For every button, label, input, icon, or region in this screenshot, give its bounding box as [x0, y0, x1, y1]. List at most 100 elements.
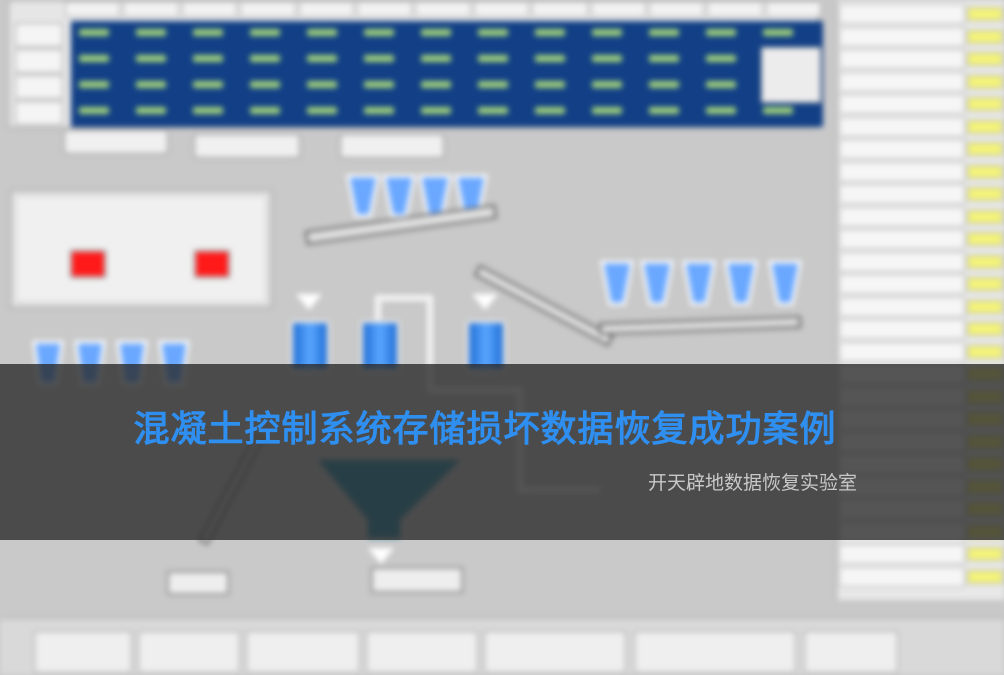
indicator-cell	[136, 55, 166, 62]
toolbar-button[interactable]	[34, 631, 132, 673]
status-indicator	[967, 232, 1003, 246]
status-label	[839, 161, 965, 182]
indicator-cell	[79, 29, 109, 36]
table-header-cell	[415, 1, 471, 17]
table-button[interactable]	[340, 134, 444, 158]
stop-button[interactable]	[193, 249, 231, 279]
hopper-icon	[368, 548, 394, 564]
indicator-cell	[250, 29, 280, 36]
toolbar-button[interactable]	[634, 631, 796, 673]
indicator-cell	[535, 81, 565, 88]
indicator-cell	[592, 107, 622, 114]
indicator-cell	[649, 55, 679, 62]
table-header-cell	[240, 1, 296, 17]
indicator-cell	[592, 55, 622, 62]
start-button[interactable]	[69, 249, 107, 279]
toolbar-button[interactable]	[366, 631, 478, 673]
bin-icon	[768, 260, 802, 306]
truck-icon	[167, 571, 229, 595]
conveyor-belt	[598, 315, 802, 336]
indicator-cell	[478, 81, 508, 88]
indicator-cell	[649, 81, 679, 88]
indicator-cell	[364, 81, 394, 88]
indicator-cell	[193, 107, 223, 114]
indicator-cell	[79, 107, 109, 114]
table-button[interactable]	[64, 130, 168, 154]
status-indicator	[967, 97, 1003, 111]
table-button[interactable]	[194, 134, 300, 158]
indicator-cell	[592, 29, 622, 36]
status-indicator	[967, 322, 1003, 336]
status-label	[839, 341, 965, 362]
indicator-cell	[364, 55, 394, 62]
indicator-cell	[535, 55, 565, 62]
indicator-cell	[307, 55, 337, 62]
status-indicator	[967, 52, 1003, 66]
indicator-cell	[763, 29, 793, 36]
case-title: 混凝土控制系统存储损坏数据恢复成功案例	[133, 409, 837, 450]
status-indicator	[967, 254, 1003, 269]
table-side-box	[761, 47, 821, 103]
indicator-cell	[706, 55, 736, 62]
status-label	[839, 206, 965, 227]
status-indicator	[967, 29, 1003, 44]
status-indicator	[967, 299, 1003, 314]
indicator-cell	[250, 55, 280, 62]
status-label	[839, 4, 965, 24]
indicator-cell	[478, 107, 508, 114]
mixer-truck-icon	[371, 567, 463, 593]
status-label	[839, 319, 965, 339]
bin-icon	[640, 260, 674, 306]
bin-icon	[682, 260, 716, 306]
conveyor-belt	[304, 204, 497, 246]
indicator-cell	[136, 107, 166, 114]
indicator-cell	[307, 29, 337, 36]
status-indicator	[967, 74, 1003, 89]
status-indicator	[967, 344, 1003, 359]
hopper-tops	[296, 294, 498, 564]
conveyor-belt	[473, 264, 614, 347]
indicator-cell	[307, 81, 337, 88]
table-header-cell	[590, 1, 646, 17]
bin-icon	[600, 260, 634, 306]
indicator-cell	[706, 81, 736, 88]
indicator-cell	[79, 81, 109, 88]
table-header-cell	[765, 1, 822, 17]
toolbar-button[interactable]	[484, 631, 626, 673]
indicator-cell	[649, 107, 679, 114]
status-indicator	[967, 164, 1003, 179]
indicator-cell	[649, 29, 679, 36]
indicator-cell	[421, 107, 451, 114]
status-label	[839, 229, 965, 249]
indicator-cell	[136, 29, 166, 36]
toolbar-button[interactable]	[246, 631, 360, 673]
tank	[466, 320, 506, 372]
status-indicator	[967, 277, 1003, 291]
toolbar-button[interactable]	[138, 631, 240, 673]
status-label	[839, 26, 965, 47]
hopper-icon	[296, 294, 322, 310]
status-label	[839, 94, 965, 114]
indicator-cell	[535, 107, 565, 114]
indicator-cell	[535, 29, 565, 36]
status-indicator	[967, 119, 1003, 134]
batch-data-table	[8, 0, 823, 128]
bottom-toolbar	[0, 618, 1004, 675]
status-label	[839, 274, 965, 294]
row-label	[15, 23, 63, 47]
trucks	[167, 567, 463, 595]
indicator-cell	[193, 81, 223, 88]
indicator-cell	[79, 55, 109, 62]
indicator-cell	[706, 107, 736, 114]
indicator-cell	[307, 107, 337, 114]
table-header-cell	[648, 1, 705, 17]
row-label	[15, 101, 63, 125]
status-indicator	[967, 209, 1003, 224]
indicator-cell	[364, 29, 394, 36]
indicator-cell	[193, 29, 223, 36]
indicator-cell	[592, 81, 622, 88]
status-label	[839, 49, 965, 69]
status-label	[839, 71, 965, 92]
toolbar-button[interactable]	[804, 631, 898, 673]
indicator-cell	[193, 55, 223, 62]
